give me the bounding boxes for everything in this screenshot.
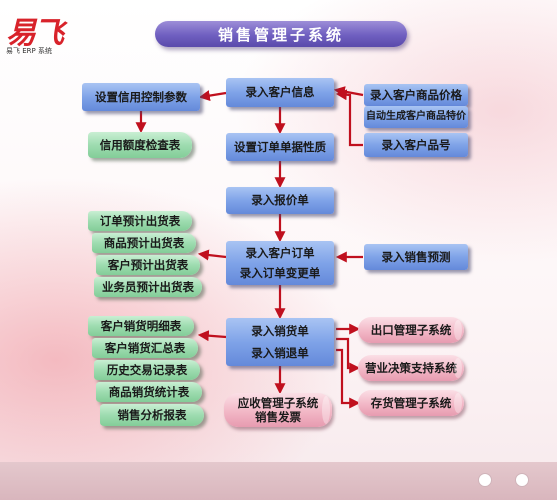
- arrow-itemno-to-customer: [335, 89, 363, 147]
- node-sales-forecast: 录入销售预测: [364, 244, 468, 270]
- order-change-label: 录入订单变更单: [239, 266, 321, 280]
- node-order-forecast-report: 订单预计出货表: [88, 211, 192, 231]
- arrow-order-to-reports: [197, 249, 227, 261]
- sales-invoice-doc-label: 销售发票: [255, 410, 301, 424]
- node-auto-price: 自动生成客户商品特价: [364, 106, 468, 128]
- node-inventory-subsystem: 存货管理子系统: [358, 390, 464, 416]
- ar-subsystem-label: 应收管理子系统: [237, 395, 319, 410]
- node-history-record: 历史交易记录表: [94, 360, 200, 380]
- node-product-forecast-report: 商品预计出货表: [92, 233, 196, 253]
- arrow-invoice-to-decision: [336, 337, 361, 374]
- node-customer-info: 录入客户信息: [226, 78, 334, 107]
- node-customer-price: 录入客户商品价格: [364, 84, 468, 106]
- node-order-props: 设置订单单据性质: [226, 133, 334, 161]
- arrow-invoice-to-inventory: [336, 348, 361, 409]
- node-decision-subsystem: 营业决策支持系统: [358, 355, 464, 381]
- node-credit-check: 信用额度检查表: [88, 132, 192, 158]
- footer-dot-icon: [478, 473, 492, 487]
- node-sales-invoice: 录入销货单 录入销退单: [226, 318, 334, 366]
- node-staff-forecast-report: 业务员预计出货表: [94, 277, 202, 297]
- node-customer-forecast-report: 客户预计出货表: [96, 255, 200, 275]
- node-ar-invoice: 应收管理子系统 销售发票: [224, 393, 332, 427]
- logo-mark: 易飞: [6, 16, 64, 51]
- footer-home-icon: [515, 473, 529, 487]
- arrow-invoice-to-reports: [197, 330, 227, 342]
- logo-subtitle: 易飞 ERP 系统: [6, 47, 52, 55]
- node-quote: 录入报价单: [226, 187, 334, 214]
- node-credit-params: 设置信用控制参数: [82, 83, 200, 111]
- node-customer-sales-summary: 客户销货汇总表: [92, 338, 198, 358]
- node-customer-sales-detail: 客户销货明细表: [88, 316, 194, 336]
- node-customer-order: 录入客户订单 录入订单变更单: [226, 241, 334, 285]
- node-product-sales-stats: 商品销货统计表: [96, 382, 202, 402]
- diagram-title: 销售管理子系统: [155, 21, 407, 47]
- footer-band: [0, 462, 557, 500]
- node-export-subsystem: 出口管理子系统: [358, 317, 464, 343]
- arrow-customer-to-credit: [198, 90, 227, 102]
- node-customer-item-no: 录入客户品号: [364, 133, 468, 157]
- node-sales-analysis: 销售分析报表: [100, 404, 204, 426]
- sales-invoice-label: 录入销货单: [251, 323, 309, 338]
- customer-order-label: 录入客户订单: [245, 245, 315, 260]
- sales-return-label: 录入销退单: [251, 346, 309, 360]
- logo: 易飞 易飞 ERP 系统: [6, 8, 96, 56]
